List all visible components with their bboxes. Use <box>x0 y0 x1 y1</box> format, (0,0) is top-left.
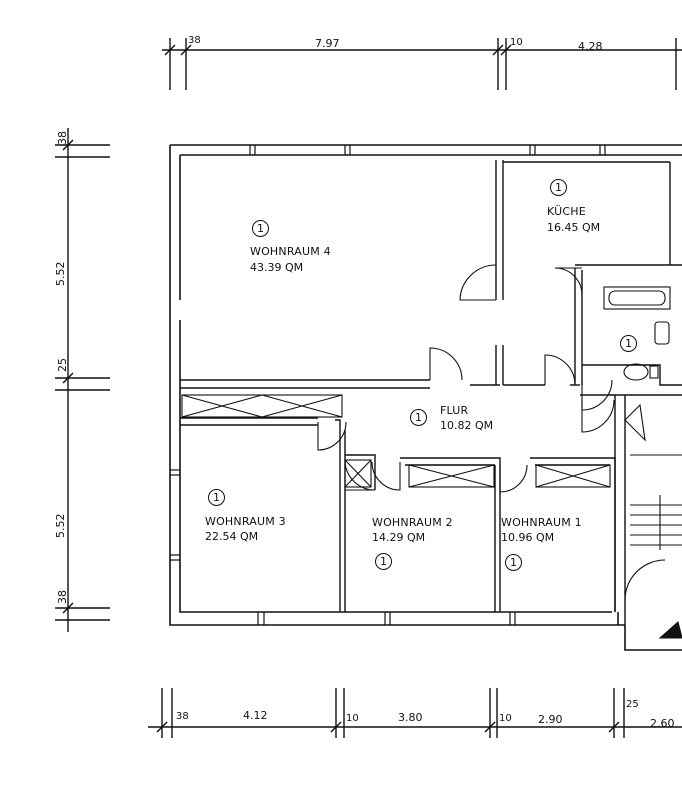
left-dim-38-top: 38 <box>56 131 69 145</box>
left-dim-25: 25 <box>56 358 69 372</box>
room-area-wohnraum-1: 10.96 QM <box>501 531 555 544</box>
room-area-wohnraum-3: 22.54 QM <box>205 530 259 543</box>
room-name-flur: FLUR <box>440 404 469 417</box>
top-dim-10: 10 <box>510 37 523 48</box>
room-name-wohnraum-3: WOHNRAUM 3 <box>205 515 286 528</box>
bottom-dim-25: 25 <box>626 699 639 710</box>
bottom-dim-290: 2.90 <box>538 713 563 726</box>
top-dim-797: 7.97 <box>315 37 340 50</box>
stairs <box>624 403 682 639</box>
bathroom-fixtures <box>603 286 671 381</box>
room-number-wohnraum-4: 1 <box>252 220 269 237</box>
bottom-dim-38: 38 <box>176 711 189 722</box>
room-number-wohnraum-2: 1 <box>375 553 392 570</box>
bottom-dim-412: 4.12 <box>243 709 268 722</box>
room-area-wohnraum-2: 14.29 QM <box>372 531 426 544</box>
room-name-kueche: KÜCHE <box>547 205 586 218</box>
closets <box>181 394 611 488</box>
bottom-dim-10-a: 10 <box>346 713 359 724</box>
bottom-dimension-line <box>148 688 682 738</box>
room-number-kueche: 1 <box>550 179 567 196</box>
window-markers <box>170 145 606 625</box>
top-dimension-line <box>162 38 682 90</box>
room-number-wohnraum-3: 1 <box>208 489 225 506</box>
left-dim-38-bottom: 38 <box>56 590 69 604</box>
outer-walls <box>169 144 682 651</box>
door-swings <box>317 264 666 601</box>
bottom-dim-10-b: 10 <box>499 713 512 724</box>
bottom-dim-260: 2.60 <box>650 717 675 730</box>
room-area-flur: 10.82 QM <box>440 419 494 432</box>
room-number-bad: 1 <box>620 335 637 352</box>
room-area-kueche: 16.45 QM <box>547 221 601 234</box>
left-dim-552-top: 5.52 <box>54 261 67 287</box>
room-number-wohnraum-1: 1 <box>505 554 522 571</box>
room-area-wohnraum-4: 43.39 QM <box>250 261 304 274</box>
left-dimension-line <box>55 128 110 632</box>
left-dim-552-bottom: 5.52 <box>54 513 67 539</box>
room-number-flur: 1 <box>410 409 427 426</box>
top-dim-38: 38 <box>188 35 201 46</box>
room-name-wohnraum-1: WOHNRAUM 1 <box>501 516 582 529</box>
bottom-dim-380: 3.80 <box>398 711 423 724</box>
room-name-wohnraum-4: WOHNRAUM 4 <box>250 245 331 258</box>
top-dim-428: 4.28 <box>578 40 603 53</box>
room-name-wohnraum-2: WOHNRAUM 2 <box>372 516 453 529</box>
